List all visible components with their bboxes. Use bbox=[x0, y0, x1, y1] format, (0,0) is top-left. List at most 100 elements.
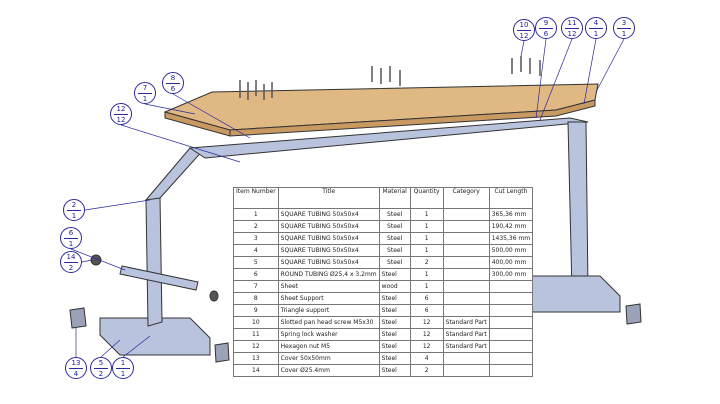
bom-cell: Steel bbox=[378, 340, 411, 353]
bom-cell: Steel bbox=[378, 352, 411, 365]
bom-cell bbox=[488, 304, 534, 317]
bom-cell: Sheet Support bbox=[277, 292, 380, 305]
bom-cell: Steel bbox=[378, 292, 411, 305]
balloon-qty: 4 bbox=[73, 370, 79, 378]
bom-cell: 190,42 mm bbox=[488, 220, 534, 233]
bom-cell: Steel bbox=[378, 304, 411, 317]
round-cover bbox=[209, 290, 219, 302]
balloon-item: 12 bbox=[114, 104, 128, 115]
bom-cell: SQUARE TUBING 50x50x4 bbox=[277, 208, 380, 221]
balloon-item: 8 bbox=[166, 73, 180, 84]
bom-cell: 2 bbox=[233, 220, 279, 233]
bom-cell: SQUARE TUBING 50x50x4 bbox=[277, 244, 380, 257]
bom-cell: 300,00 mm bbox=[488, 268, 534, 281]
bom-header: Item Number bbox=[233, 187, 279, 209]
bom-cell: 2 bbox=[409, 364, 444, 377]
bom-cell: 1435,36 mm bbox=[488, 232, 534, 245]
bom-cell: 12 bbox=[233, 340, 279, 353]
bom-cell: 12 bbox=[409, 328, 444, 341]
bom-cell bbox=[488, 340, 534, 353]
bom-cell bbox=[442, 304, 490, 317]
right-leg bbox=[567, 121, 589, 293]
bom-cell bbox=[442, 352, 490, 365]
bom-cell: 10 bbox=[233, 316, 279, 329]
bom-cell: SQUARE TUBING 50x50x4 bbox=[277, 220, 380, 233]
bom-cell: 500,00 mm bbox=[488, 244, 534, 257]
round-tubing bbox=[119, 265, 199, 291]
bom-cell: Steel bbox=[378, 364, 411, 377]
bom-cell: 1 bbox=[409, 220, 444, 233]
bom-cell: 6 bbox=[409, 292, 444, 305]
bom-cell: Steel bbox=[378, 268, 411, 281]
bom-cell: 14 bbox=[233, 364, 279, 377]
bom-cell: Steel bbox=[378, 244, 411, 257]
bom-cell: 1 bbox=[409, 268, 444, 281]
bom-cell bbox=[442, 232, 490, 245]
leader-lines bbox=[70, 38, 625, 358]
cover bbox=[214, 342, 230, 363]
bom-cell: ROUND TUBING Ø25,4 x 3,2mm bbox=[277, 268, 380, 281]
bom-cell bbox=[488, 280, 534, 293]
bom-cell: 6 bbox=[233, 268, 279, 281]
bom-cell: Triangle support bbox=[277, 304, 380, 317]
bom-cell bbox=[442, 268, 490, 281]
bom-cell bbox=[488, 316, 534, 329]
bom-cell: 1 bbox=[409, 244, 444, 257]
bom-cell: 2 bbox=[409, 256, 444, 269]
balloon-item: 4 bbox=[589, 18, 603, 29]
balloon-qty: 12 bbox=[116, 116, 126, 124]
bom-cell: Standard Part bbox=[442, 340, 490, 353]
bom-cell: 13 bbox=[233, 352, 279, 365]
bom-cell bbox=[442, 208, 490, 221]
bom-cell: SQUARE TUBING 50x50x4 bbox=[277, 232, 380, 245]
bom-cell: Cover 50x50mm bbox=[277, 352, 380, 365]
balloon-item: 5 bbox=[94, 358, 108, 369]
balloon-qty: 1 bbox=[142, 95, 148, 103]
balloon-qty: 12 bbox=[567, 30, 577, 38]
balloon-item: 14 bbox=[64, 252, 78, 263]
bom-cell: wood bbox=[378, 280, 411, 293]
bom-cell: Sheet bbox=[277, 280, 380, 293]
bom-cell: 1 bbox=[233, 208, 279, 221]
bom-cell: Standard Part bbox=[442, 316, 490, 329]
bom-cell: 11 bbox=[233, 328, 279, 341]
balloon-qty: 2 bbox=[68, 264, 74, 272]
left-foot bbox=[99, 317, 211, 356]
balloon-qty: 1 bbox=[68, 240, 74, 248]
bom-cell: 5 bbox=[233, 256, 279, 269]
balloon-qty: 12 bbox=[519, 32, 529, 40]
bom-cell bbox=[488, 292, 534, 305]
bom-header: Cut Length bbox=[488, 187, 534, 209]
bom-cell: 7 bbox=[233, 280, 279, 293]
balloon-qty: 2 bbox=[98, 370, 104, 378]
bom-header: Material bbox=[378, 187, 411, 209]
balloon-qty: 1 bbox=[621, 30, 627, 38]
top-tube bbox=[188, 117, 589, 159]
balloon-qty: 1 bbox=[71, 212, 77, 220]
bom-cell: Cover Ø25.4mm bbox=[277, 364, 380, 377]
bom-cell: 8 bbox=[233, 292, 279, 305]
bom-cell bbox=[442, 280, 490, 293]
